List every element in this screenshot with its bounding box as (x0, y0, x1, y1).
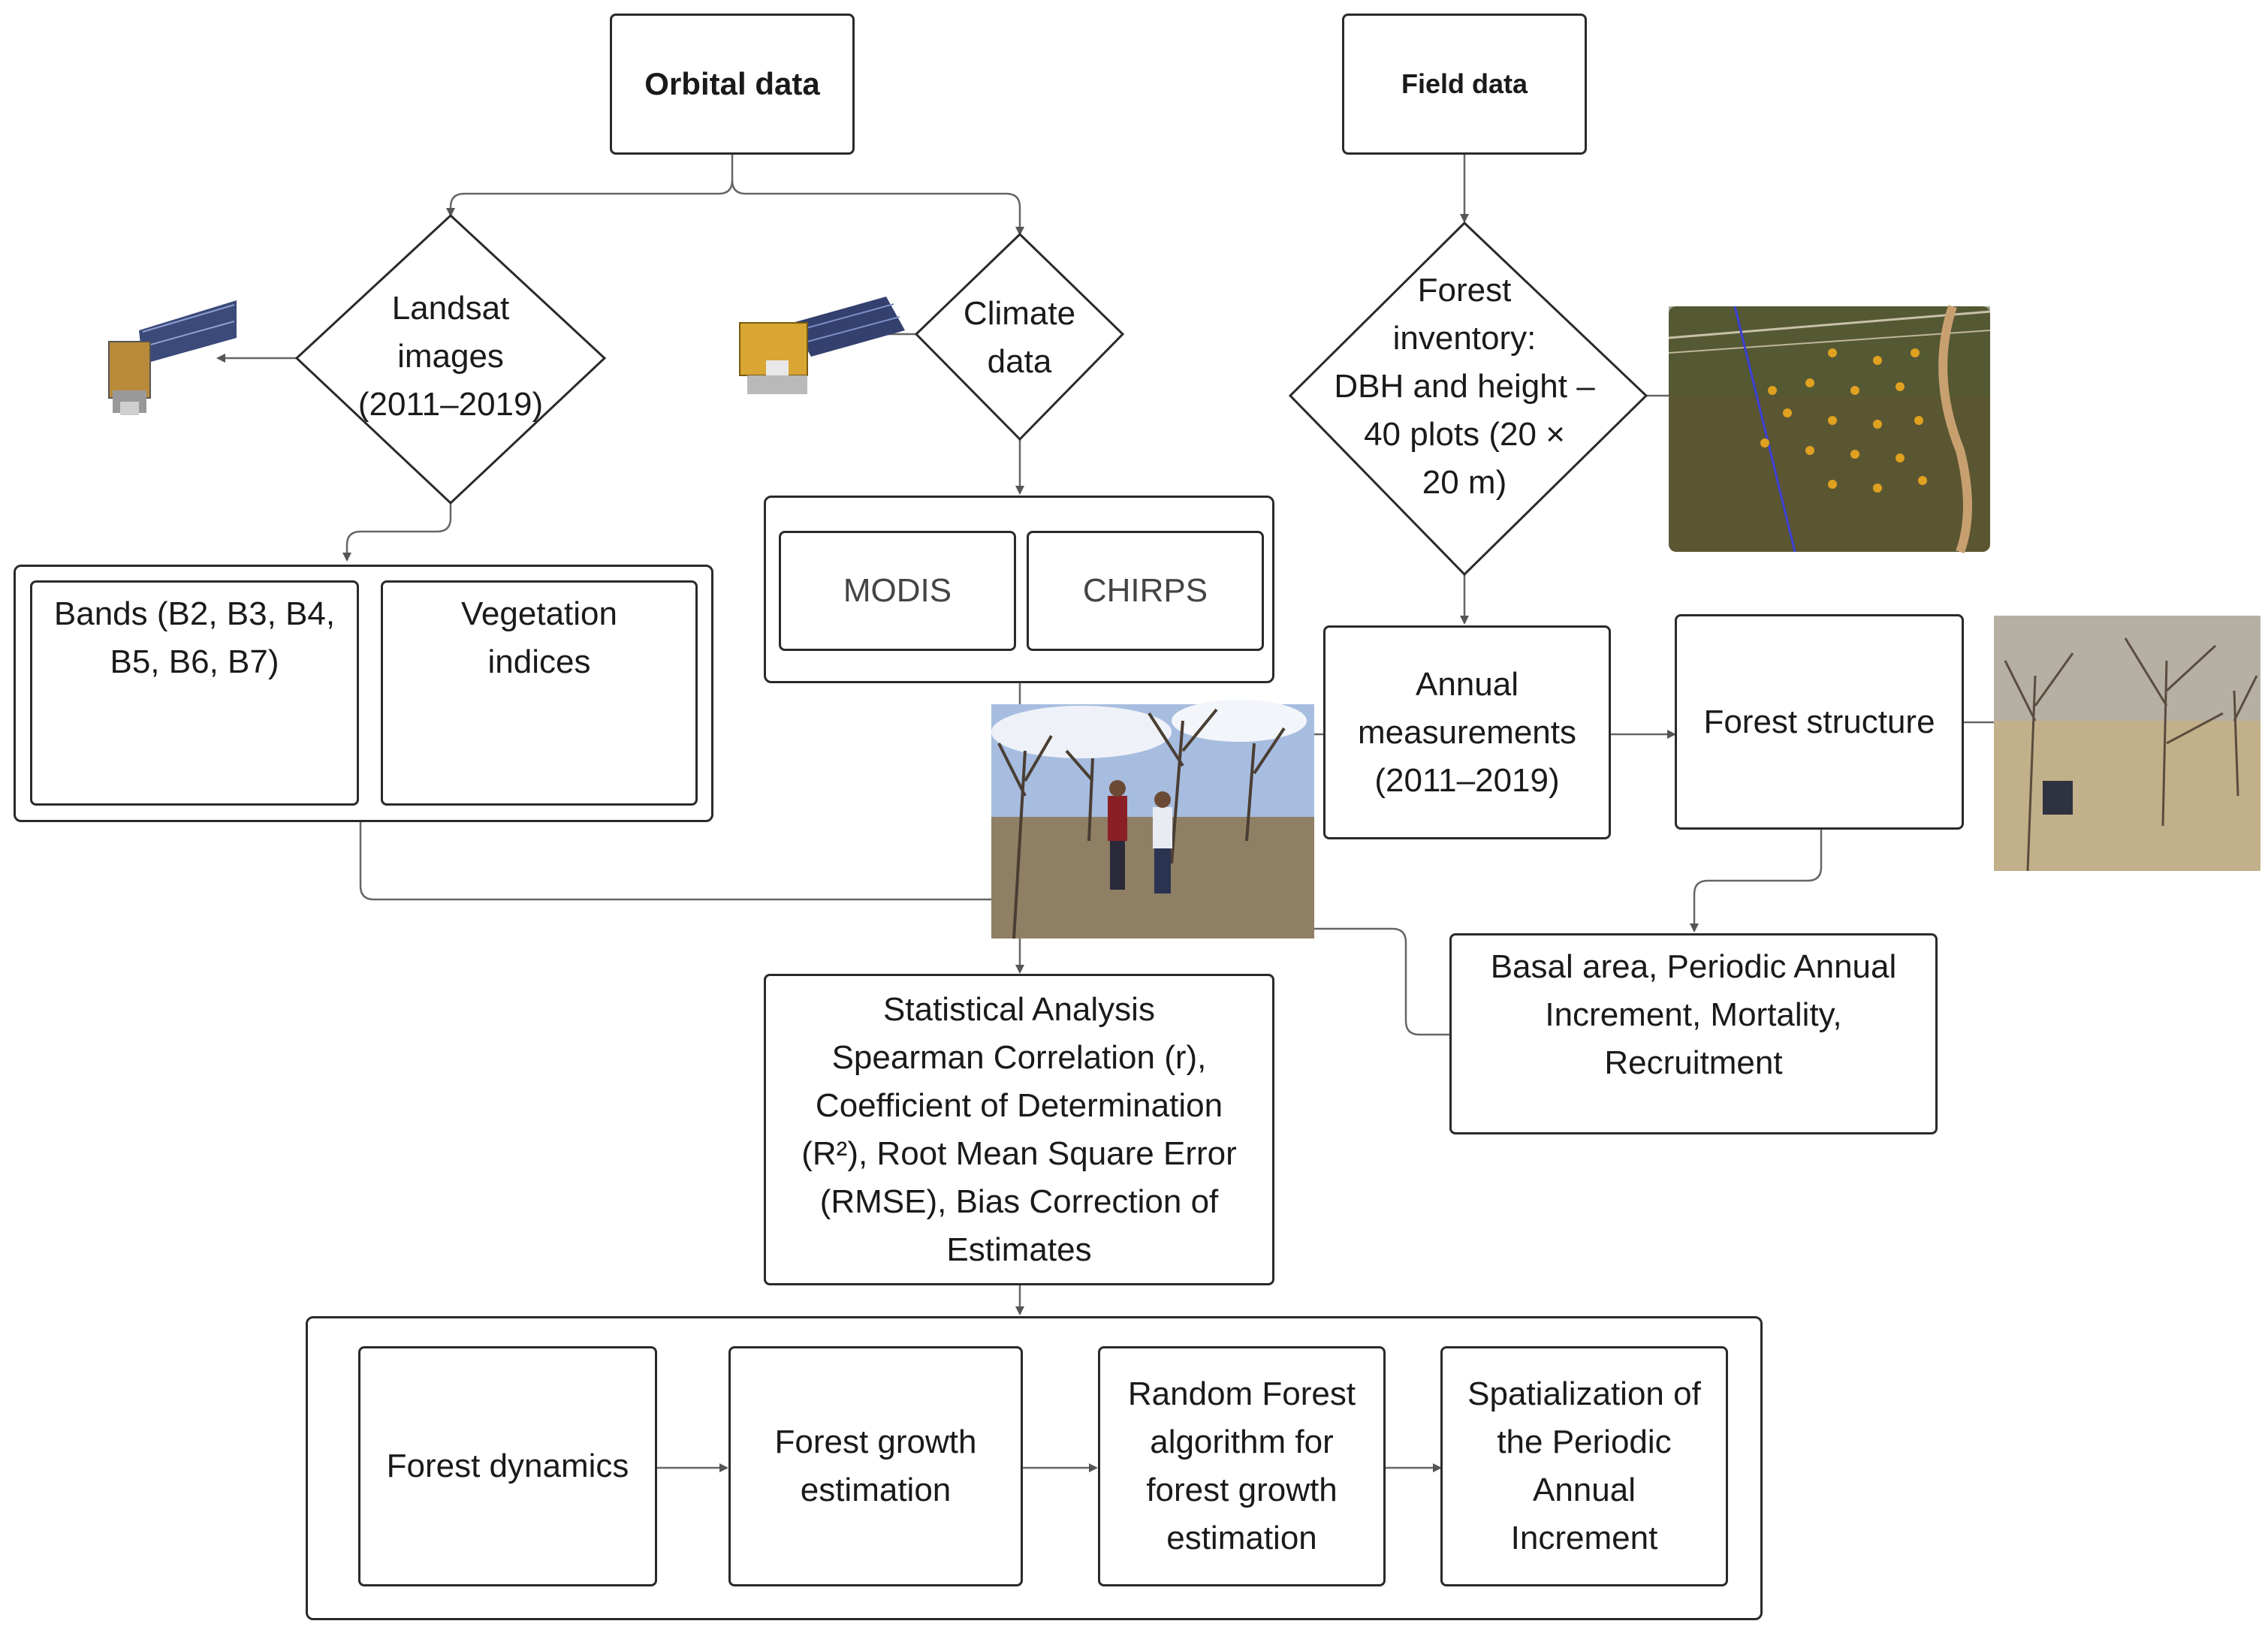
rf-line-3: forest growth (1146, 1472, 1338, 1508)
stats-line-5: (RMSE), Bias Correction of (819, 1183, 1219, 1220)
inventory-line-5: 20 m) (1422, 464, 1507, 501)
inventory-line-1: Forest (1417, 272, 1512, 309)
landsat-line-3: (2011–2019) (357, 386, 544, 423)
statistical-analysis-node: Statistical Analysis Spearman Correlatio… (764, 974, 1274, 1285)
vegetation-line-2: indices (487, 643, 591, 680)
chirps-node: CHIRPS (1027, 531, 1264, 651)
modis-label: MODIS (843, 572, 952, 609)
climate-products-group (764, 496, 1274, 683)
forest-structure-node: Forest structure (1675, 614, 1964, 830)
aerial-plot-photo (1668, 305, 1991, 554)
bands-node: Bands (B2, B3, B4, B5, B6, B7) (30, 580, 359, 806)
bands-line-2: B5, B6, B7) (110, 643, 279, 680)
climate-diamond (914, 232, 1125, 441)
climate-satellite-icon (739, 297, 905, 394)
bands-line-1: Bands (B2, B3, B4, (53, 595, 336, 632)
inventory-line-2: inventory: (1392, 320, 1537, 357)
orbital-data-node: Orbital data (610, 14, 855, 155)
rf-line-4: estimation (1166, 1520, 1317, 1556)
random-forest-node: Random Forest algorithm for forest growt… (1098, 1346, 1386, 1586)
orbital-data-label: Orbital data (644, 66, 820, 101)
vegetation-line-1: Vegetation (461, 595, 617, 632)
stats-line-3: Coefficient of Determination (815, 1086, 1223, 1124)
landsat-node: Landsat images (2011–2019) (330, 274, 571, 439)
spatial-line-2: the Periodic (1497, 1424, 1672, 1460)
landsat-diamond (294, 213, 607, 505)
inventory-line-4: 40 plots (20 × (1364, 416, 1565, 453)
forest-dynamics-label: Forest dynamics (386, 1448, 629, 1484)
spatial-line-3: Annual (1532, 1472, 1636, 1508)
spatialization-node: Spatialization of the Periodic Annual In… (1440, 1346, 1728, 1586)
spatial-line-1: Spatialization of (1467, 1375, 1701, 1412)
forest-growth-node: Forest growth estimation (728, 1346, 1023, 1586)
forest-structure-label: Forest structure (1703, 703, 1935, 740)
annual-line-1: Annual (1415, 665, 1519, 703)
landsat-satellite-icon (108, 300, 237, 415)
rf-line-1: Random Forest (1127, 1375, 1356, 1412)
growth-line-2: estimation (800, 1472, 952, 1508)
chirps-label: CHIRPS (1082, 572, 1208, 609)
annual-line-2: measurements (1357, 713, 1576, 751)
stats-line-4: (R²), Root Mean Square Error (801, 1134, 1237, 1172)
annual-measurements-node: Annual measurements (2011–2019) (1323, 625, 1611, 839)
spatial-line-4: Increment (1510, 1520, 1658, 1556)
landsat-products-group (14, 565, 713, 822)
landsat-line-2: images (397, 338, 504, 375)
forest-dynamics-node: Forest dynamics (358, 1346, 657, 1586)
field-data-label: Field data (1401, 68, 1528, 99)
inventory-line-3: DBH and height – (1334, 368, 1595, 405)
basal-line-2: Increment, Mortality, (1545, 996, 1842, 1033)
inventory-node: Forest inventory: DBH and height – 40 pl… (1310, 263, 1618, 511)
rf-line-2: algorithm for (1150, 1424, 1334, 1460)
basal-line-3: Recruitment (1604, 1044, 1783, 1081)
modeling-group (306, 1316, 1763, 1620)
stats-line-1: Statistical Analysis (883, 990, 1155, 1028)
growth-line-1: Forest growth (774, 1424, 977, 1460)
vegetation-node: Vegetation indices (381, 580, 698, 806)
stats-line-2: Spearman Correlation (r), (831, 1038, 1207, 1076)
inventory-diamond (1288, 221, 1648, 577)
landsat-line-1: Landsat (391, 290, 510, 327)
basal-line-1: Basal area, Periodic Annual (1490, 948, 1897, 985)
climate-line-2: data (987, 343, 1052, 380)
annual-line-3: (2011–2019) (1374, 761, 1560, 799)
stats-line-6: Estimates (946, 1231, 1092, 1268)
modis-node: MODIS (779, 531, 1016, 651)
field-data-node: Field data (1342, 14, 1587, 155)
dry-forest-photo (1994, 616, 2260, 872)
climate-node: Climate data (939, 289, 1100, 387)
climate-line-1: Climate (963, 295, 1076, 332)
basal-area-node: Basal area, Periodic Annual Increment, M… (1449, 933, 1938, 1134)
field-team-photo (991, 700, 1314, 939)
